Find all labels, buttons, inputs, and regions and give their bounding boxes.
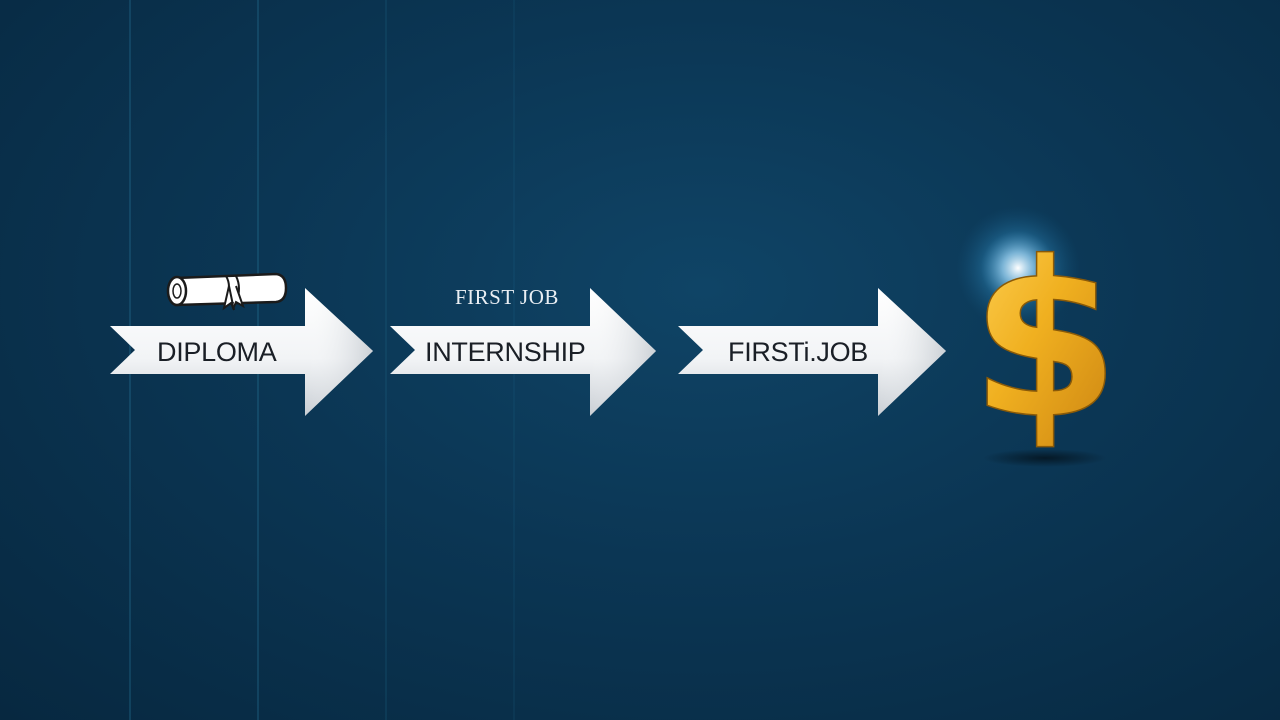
- dollar-shadow: [983, 449, 1107, 467]
- arrow-shade: [678, 288, 946, 416]
- step-arrow-internship: INTERNSHIP: [390, 288, 656, 416]
- arrow-label-internship: INTERNSHIP: [425, 337, 586, 367]
- horizontal-grid-lines: [0, 67, 1280, 664]
- step-arrow-diploma: DIPLOMA: [110, 288, 373, 416]
- dollar-sign-icon: $: [970, 215, 1120, 466]
- arrow-shade: [390, 288, 656, 416]
- step-arrow-first-job: FIRSTi.JOB: [678, 288, 946, 416]
- arrow-label-first-job: FIRSTi.JOB: [728, 337, 868, 367]
- dollar-glow: [956, 206, 1080, 330]
- arrow-shade: [110, 288, 373, 416]
- caption-first-job: FIRST JOB: [455, 285, 559, 309]
- arrow-label-diploma: DIPLOMA: [157, 337, 277, 367]
- diploma-scroll-icon: [166, 272, 288, 311]
- goal-dollar: $: [956, 206, 1121, 467]
